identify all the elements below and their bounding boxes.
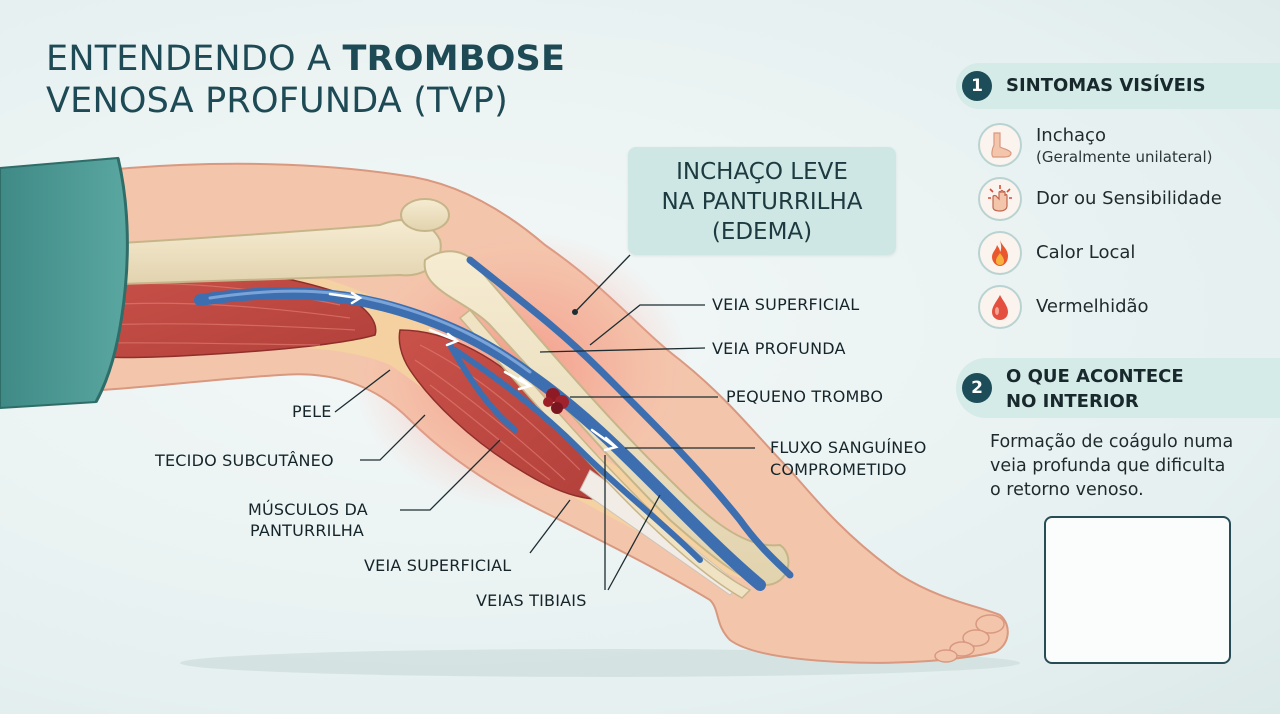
blood-clot [543, 388, 569, 414]
label-musculos-line1: MÚSCULOS DA [248, 500, 368, 519]
explanation-line1: Formação de coágulo numa [990, 432, 1234, 452]
section-2-title-line1: O QUE ACONTECE [1006, 366, 1184, 387]
deep-vein [194, 287, 766, 591]
symptom-swelling: Inchaço (Geralmente unilateral) [978, 123, 1278, 169]
swollen-foot-icon [978, 123, 1022, 167]
calf-muscle-fibers [414, 344, 581, 481]
symptom-heat-label: Calor Local [1036, 242, 1136, 263]
title-line2: VENOSA PROFUNDA (TVP) [46, 81, 508, 121]
symptom-pain-label: Dor ou Sensibilidade [1036, 188, 1222, 209]
label-veia-superficial-top: VEIA SUPERFICIAL [712, 295, 860, 314]
swelling-callout: INCHAÇO LEVE NA PANTURRILHA (EDEMA) [628, 147, 896, 255]
explanation-line2: veia profunda que dificulta [990, 456, 1226, 476]
label-tecido-subcutaneo: TECIDO SUBCUTÂNEO [155, 451, 334, 470]
callout-line3: (EDEMA) [711, 219, 813, 245]
label-veia-profunda: VEIA PROFUNDA [712, 339, 846, 358]
symptom-swelling-sub: (Geralmente unilateral) [1036, 148, 1213, 166]
tibial-vein-1 [447, 342, 518, 433]
interior-explanation: Formação de coágulo numa veia profunda q… [990, 430, 1270, 502]
leader-lines [334, 254, 755, 591]
section-symptoms-header: 1 SINTOMAS VISÍVEIS [956, 63, 1280, 109]
label-musculos-line2: PANTURRILHA [250, 521, 365, 540]
label-pele: PELE [292, 402, 332, 421]
symptom-heat: Calor Local [978, 231, 1278, 277]
label-fluxo-line1: FLUXO SANGUÍNEO [770, 438, 927, 457]
toes [934, 614, 1005, 663]
flow-arrows [328, 291, 619, 452]
symptom-swelling-label: Inchaço [1036, 125, 1106, 146]
page-title: ENTENDENDO A TROMBOSE VENOSA PROFUNDA (T… [46, 38, 565, 122]
callout-line2: NA PANTURRILHA [661, 189, 863, 215]
superficial-vein-top [466, 256, 794, 579]
swelling-pointer-dot [572, 309, 578, 315]
kneecap [400, 198, 450, 232]
section-1-badge: 1 [962, 71, 992, 101]
title-line1-bold: TROMBOSE [342, 39, 566, 79]
redness-drop-icon [978, 285, 1022, 329]
pants-cuff [94, 157, 129, 403]
symptom-pain: Dor ou Sensibilidade [978, 177, 1278, 223]
section-2-title-line2: NO INTERIOR [1006, 391, 1139, 412]
deep-vein-highlight [208, 289, 532, 374]
symptom-redness: Vermelhidão [978, 285, 1278, 331]
symptom-redness-label: Vermelhidão [1036, 296, 1149, 317]
title-line1-normal: ENTENDENDO A [46, 39, 343, 79]
pain-hand-icon [978, 177, 1022, 221]
heat-flame-icon [978, 231, 1022, 275]
section-2-badge: 2 [962, 373, 992, 403]
label-fluxo-line2: COMPROMETIDO [770, 460, 907, 479]
clot-formation-diagram-box [1044, 516, 1231, 664]
section-interior-header: 2 O QUE ACONTECE NO INTERIOR [956, 358, 1280, 418]
callout-line1: INCHAÇO LEVE [676, 159, 848, 185]
label-veia-superficial-bottom: VEIA SUPERFICIAL [364, 556, 512, 575]
label-veias-tibiais: VEIAS TIBIAIS [476, 591, 587, 610]
femur-bone [89, 219, 442, 287]
label-pequeno-trombo: PEQUENO TROMBO [726, 387, 884, 406]
tibial-vein-2 [452, 347, 703, 563]
section-1-title: SINTOMAS VISÍVEIS [1006, 75, 1206, 96]
explanation-line3: o retorno venoso. [990, 480, 1144, 500]
